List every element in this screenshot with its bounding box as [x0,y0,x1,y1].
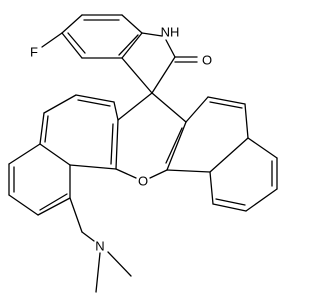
bond [77,99,111,107]
bond [149,169,168,179]
bond [39,112,45,145]
bond [69,197,83,233]
bond [69,164,117,170]
amine-nitrogen-label: N [95,239,104,254]
bond [8,194,39,216]
bond [245,188,278,212]
bond [121,32,143,59]
bond [247,137,278,159]
fluorine-label: F [30,45,38,60]
bond [110,123,114,165]
bond [151,56,176,94]
bond [113,101,119,121]
bond [44,115,49,143]
bond [43,94,77,114]
molecule-structure: NH F O O N [8,14,278,293]
bond [37,197,71,216]
bond [207,96,246,105]
bond [212,203,247,212]
bond [107,251,132,277]
bond [95,252,101,293]
carbonyl-oxygen-label: O [202,53,212,68]
bond [165,127,183,164]
bond [165,39,176,58]
bond [166,169,211,173]
bond [121,57,153,94]
bond [209,101,243,109]
bond [8,143,41,165]
bond [244,103,249,139]
bond [39,193,68,211]
bond [209,171,214,205]
bond [115,119,119,170]
bond [121,14,143,34]
bond [166,121,187,171]
bond [81,231,95,242]
bond [39,143,71,166]
bond [61,14,83,34]
bond [41,32,63,48]
bond [61,32,83,59]
bond-network [8,14,278,293]
bond [118,34,139,56]
bond [215,198,246,206]
bond [209,137,249,173]
bond [151,92,187,123]
bond [117,92,153,121]
bond [141,32,163,37]
bond [115,168,137,179]
bond [185,96,209,123]
bond [75,94,115,103]
bond [67,32,86,54]
ether-oxygen-label: O [138,174,148,189]
atom-labels: NH F O O N [30,25,212,254]
nh-label: NH [161,25,180,40]
